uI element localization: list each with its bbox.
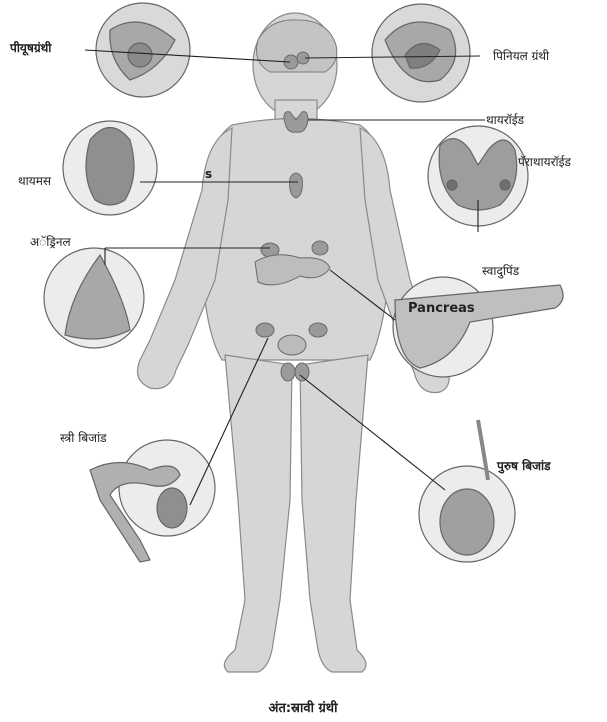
- pituitary-inset: [96, 3, 190, 97]
- label-ovary: स्त्री बिजांड: [60, 431, 107, 445]
- caption: अंत:स्रावी ग्रंथी: [269, 700, 339, 716]
- label-pancreas-text: Pancreas: [408, 301, 475, 316]
- uterus-organ: [278, 335, 306, 355]
- thymus-inset: [63, 121, 157, 215]
- label-adrenal: अॅड्रिनल: [30, 235, 71, 249]
- thymus-organ: [290, 173, 303, 198]
- ovary-inset: [90, 440, 215, 562]
- ovary-left-organ: [256, 323, 274, 337]
- label-thymus-mark: s: [205, 167, 212, 181]
- label-pancreas: स्वादुपिंड: [482, 264, 520, 279]
- ovary-right-organ: [309, 323, 327, 337]
- adrenal-inset: [44, 248, 144, 348]
- pancreas-inset: [393, 277, 563, 377]
- pineal-inset: [372, 4, 470, 102]
- testis-inset: [419, 420, 515, 562]
- label-pituitary: पीयूषग्रंथी: [9, 41, 52, 56]
- label-pineal: पिनियल ग्रंथी: [493, 49, 550, 63]
- adrenal-right-organ: [312, 241, 328, 255]
- label-thymus: थायमस: [18, 174, 52, 188]
- label-testis: पुरुष बिजांड: [496, 459, 551, 474]
- testis-left-organ: [281, 363, 295, 381]
- label-parathyroid: पॅराथायरॉईड: [518, 155, 571, 169]
- label-thyroid: थायरॉईड: [486, 113, 525, 127]
- testis-right-organ: [295, 363, 309, 381]
